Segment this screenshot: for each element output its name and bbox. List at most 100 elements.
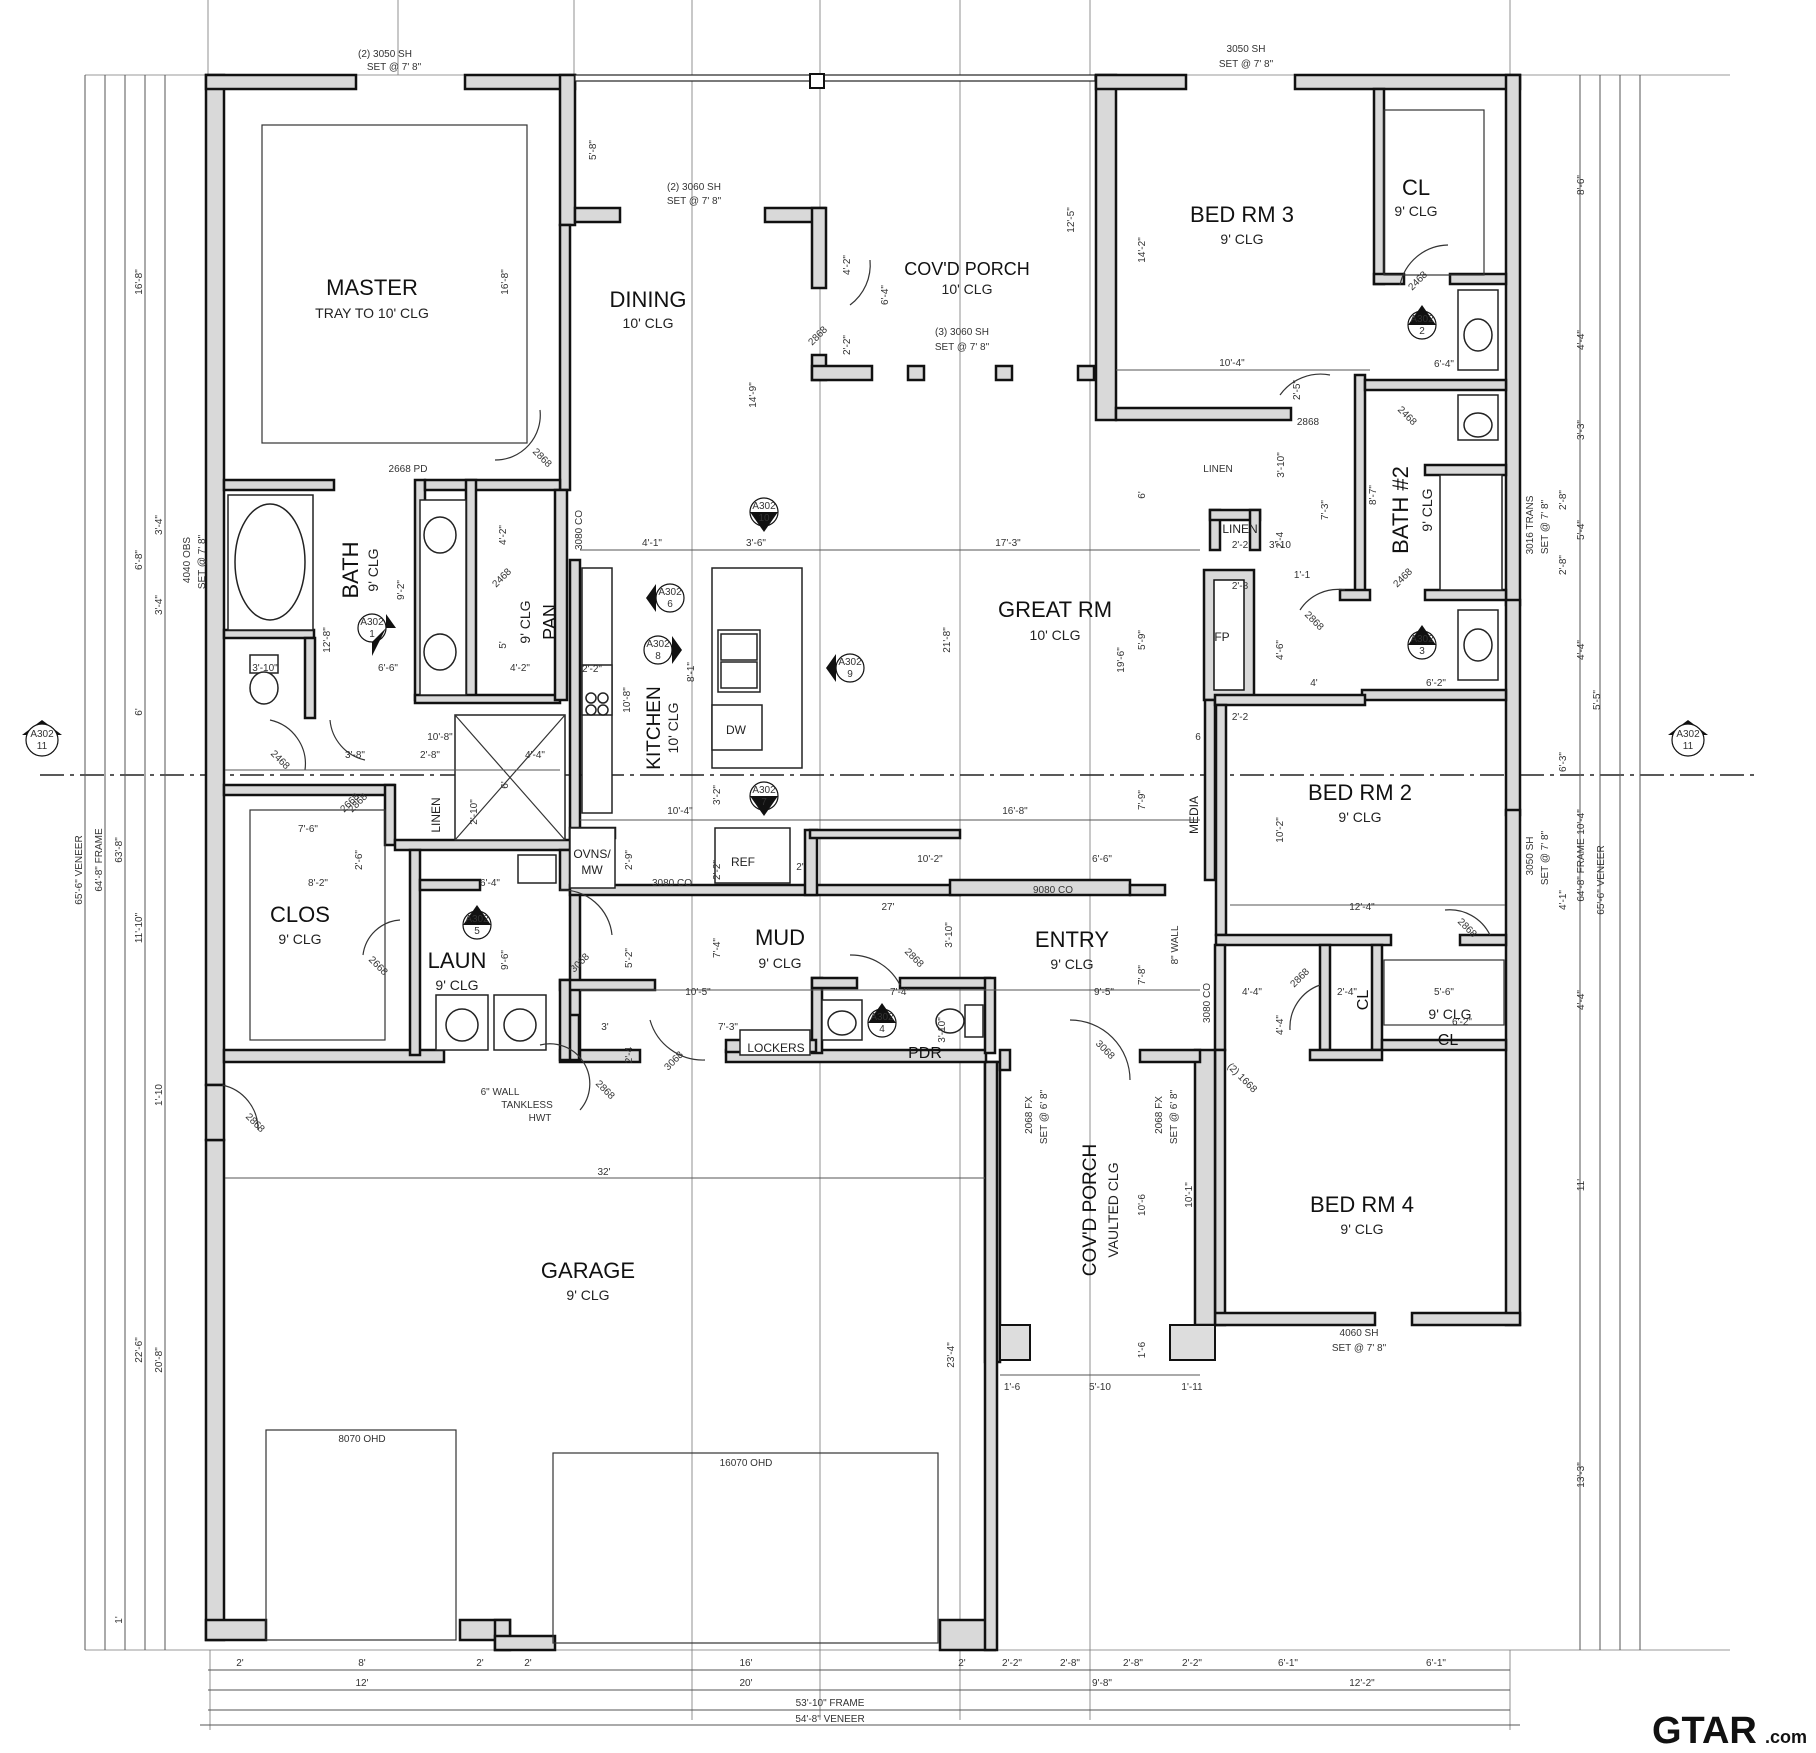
svg-text:10'-4": 10'-4"	[1576, 809, 1587, 835]
svg-text:3'-4": 3'-4"	[154, 595, 165, 615]
label-ohd-2: 16070 OHD	[720, 1458, 773, 1469]
svg-text:2': 2'	[958, 1658, 966, 1669]
svg-text:2'-8": 2'-8"	[1123, 1658, 1143, 1669]
svg-text:65'-6" VENEER: 65'-6" VENEER	[74, 835, 85, 904]
svg-text:12'-2": 12'-2"	[1349, 1678, 1375, 1689]
room-front-porch: COV'D PORCH	[1080, 1144, 1101, 1276]
svg-text:6'-6": 6'-6"	[1092, 854, 1112, 865]
room-mud: MUD	[755, 925, 805, 950]
svg-text:8': 8'	[358, 1658, 366, 1669]
svg-text:7'-4": 7'-4"	[712, 938, 723, 958]
svg-text:A302: A302	[1410, 314, 1434, 325]
svg-text:4'-4": 4'-4"	[1275, 1015, 1286, 1035]
svg-text:14'-2": 14'-2"	[1137, 237, 1148, 263]
svg-text:2: 2	[1419, 326, 1425, 337]
label-ref: REF	[731, 855, 755, 869]
label-dw: DW	[726, 723, 747, 737]
svg-text:3'-10": 3'-10"	[937, 1017, 948, 1043]
svg-text:2'-2": 2'-2"	[582, 664, 602, 675]
room-clos: CLOS	[270, 902, 330, 927]
svg-text:1': 1'	[114, 1616, 125, 1624]
svg-text:4': 4'	[1310, 678, 1318, 689]
room-cl-bed2-ceiling: 9' CLG	[1428, 1006, 1471, 1022]
svg-text:2'-4": 2'-4"	[1337, 987, 1357, 998]
svg-text:2': 2'	[524, 1658, 532, 1669]
label-media: MEDIA	[1187, 796, 1201, 834]
svg-text:7'-6": 7'-6"	[298, 824, 318, 835]
svg-text:A302: A302	[838, 657, 862, 668]
room-kitchen: KITCHEN	[644, 686, 665, 769]
room-entry-ceiling: 9' CLG	[1050, 956, 1093, 972]
svg-text:10'-5": 10'-5"	[685, 987, 711, 998]
svg-text:4'-2": 4'-2"	[842, 255, 853, 275]
svg-text:3'-10": 3'-10"	[1276, 452, 1287, 478]
svg-text:3'-10": 3'-10"	[944, 922, 955, 948]
svg-text:4'-6": 4'-6"	[1275, 640, 1286, 660]
label-d-2868-c: 2868	[1297, 417, 1320, 428]
svg-text:20'-8": 20'-8"	[154, 1347, 165, 1373]
room-laun-ceiling: 9' CLG	[435, 977, 478, 993]
label-d-2468-c: 2468	[1395, 404, 1419, 428]
room-great-ceiling: 10' CLG	[1030, 627, 1081, 643]
svg-text:6'-4": 6'-4"	[880, 285, 891, 305]
svg-text:5'-6": 5'-6"	[1434, 987, 1454, 998]
svg-text:10'-6: 10'-6	[1137, 1194, 1148, 1216]
svg-text:4'-4": 4'-4"	[1576, 990, 1587, 1010]
label-hwt: HWT	[529, 1113, 552, 1124]
room-pan: PAN	[540, 604, 560, 640]
label-d-3080co-a: 3080 CO	[574, 510, 585, 550]
svg-text:11: 11	[37, 741, 48, 752]
svg-text:2'-4: 2'-4	[624, 1046, 635, 1063]
svg-text:12': 12'	[355, 1678, 368, 1689]
label-ovens: OVNS/	[573, 847, 611, 861]
svg-text:10: 10	[758, 513, 770, 524]
room-master-ceiling: TRAY TO 10' CLG	[315, 305, 429, 321]
svg-text:A302: A302	[752, 501, 776, 512]
label-fp: FP	[1214, 630, 1229, 644]
svg-text:A302: A302	[752, 785, 776, 796]
fixtures	[221, 109, 1505, 1644]
room-labels: MASTER TRAY TO 10' CLG DINING 10' CLG CO…	[270, 175, 1472, 1303]
label-d-2868-h: 2868	[593, 1078, 617, 1102]
svg-text:6'-8": 6'-8"	[134, 550, 145, 570]
svg-text:1: 1	[369, 629, 375, 640]
svg-text:4: 4	[879, 1024, 885, 1035]
label-d-2868-a: 2868	[530, 446, 554, 470]
room-cl-small: CL	[1355, 990, 1372, 1011]
svg-text:27': 27'	[881, 902, 894, 913]
svg-text:2'-8": 2'-8"	[1558, 555, 1569, 575]
label-d-2468-a: 2468	[490, 566, 514, 590]
window-labels: (2) 3050 SH SET @ 7' 8" 3050 SH SET @ 7'…	[182, 44, 1551, 1469]
svg-text:4'-1": 4'-1"	[642, 538, 662, 549]
svg-text:6: 6	[667, 599, 673, 610]
svg-text:16'-8": 16'-8"	[134, 269, 145, 295]
svg-text:11'-10": 11'-10"	[134, 912, 145, 943]
svg-text:2'-6": 2'-6"	[354, 850, 365, 870]
svg-text:A302: A302	[1676, 729, 1700, 740]
svg-text:9'-6": 9'-6"	[500, 950, 511, 970]
svg-text:4'-4": 4'-4"	[1576, 640, 1587, 660]
label-w-bed3-top-set: SET @ 7' 8"	[1219, 59, 1274, 70]
room-bed4-ceiling: 9' CLG	[1340, 1221, 1383, 1237]
svg-text:3'-8": 3'-8"	[345, 750, 365, 761]
room-mud-ceiling: 9' CLG	[758, 955, 801, 971]
dimension-text: 2' 8' 2' 2' 16' 2' 2'-2" 2'-8" 2'-8" 2'-…	[74, 140, 1607, 1725]
room-bath2-ceiling: 9' CLG	[1419, 488, 1435, 531]
svg-text:4'-2": 4'-2"	[510, 663, 530, 674]
room-master: MASTER	[326, 275, 418, 300]
svg-text:20': 20'	[739, 1678, 752, 1689]
svg-text:8'-6": 8'-6"	[1576, 175, 1587, 195]
svg-text:2'-2": 2'-2"	[712, 860, 723, 880]
svg-text:8'-2": 8'-2"	[308, 878, 328, 889]
svg-text:12'-4": 12'-4"	[1349, 902, 1375, 913]
svg-text:63'-8": 63'-8"	[114, 837, 125, 863]
svg-text:6: 6	[1195, 732, 1201, 743]
label-w-master-top-set: SET @ 7' 8"	[367, 62, 422, 73]
svg-text:2'-2: 2'-2	[1232, 540, 1249, 551]
svg-text:9: 9	[847, 669, 853, 680]
room-bath2: BATH #2	[1388, 466, 1413, 554]
